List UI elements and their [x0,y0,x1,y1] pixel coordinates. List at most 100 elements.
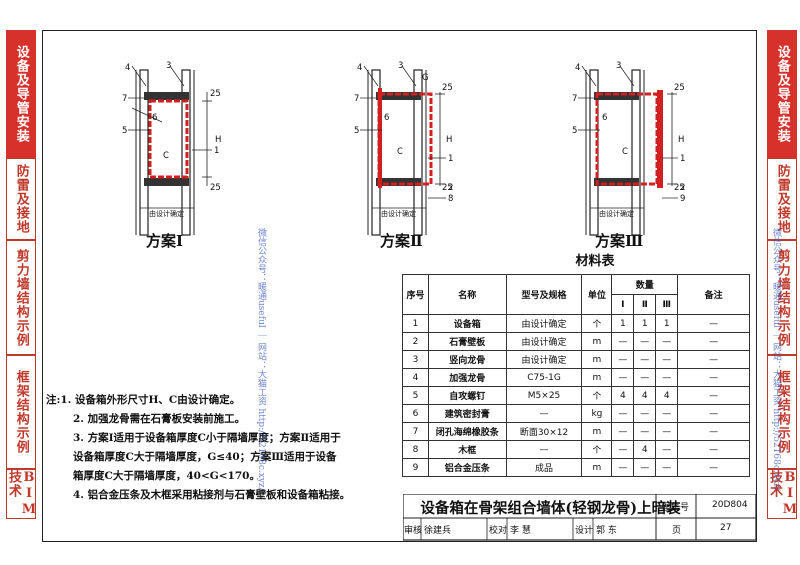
cell-q3: 1 [655,314,679,333]
svg-text:H: H [215,135,221,145]
cell-name: 木框 [427,440,507,459]
right-side-tabs: 设备及导管安装 防雷及接地 剪力墙结构示例 框架结构示例 BIM技术 [767,30,798,519]
side-tab-equipment[interactable]: 设备及导管安装 [6,30,36,158]
page-number: 27 [720,523,732,533]
side-tab-shearwall[interactable]: 剪力墙结构示例 [767,240,797,355]
svg-text:由设计确定: 由设计确定 [599,209,634,218]
svg-text:由设计确定: 由设计确定 [381,209,416,218]
scheme-3-drawing: 4 3 7 6 5 1 2 9 C H 25 25 由设计确定 [572,61,685,236]
svg-text:H: H [446,135,452,145]
svg-text:1: 1 [214,146,219,156]
cell-no: 7 [402,422,429,441]
cell-unit: m [581,332,613,351]
cell-no: 6 [402,404,429,423]
cell-q2: 1 [633,314,657,333]
notes: 注:1. 设备箱外形尺寸H、C由设计确定。 2. 加强龙骨需在石膏板安装前施工。… [46,391,386,505]
designer: 郭 东 [596,526,617,536]
cell-q2: — [633,458,657,477]
design-label: 设计 [575,526,594,536]
scheme-2-drawing: 4 3 7 6 5 1 2 8 G C H 25 25 由设计确定 [354,61,453,236]
side-tab-label: 防雷及接地 [774,164,790,234]
cell-remark: — [677,314,750,333]
cell-name: 建筑密封膏 [427,404,507,423]
cell-name: 闭孔海绵橡胶条 [427,422,507,441]
review-label: 审核 [404,526,423,536]
cell-q1: 1 [611,314,635,333]
col-q1: Ⅰ [611,294,635,315]
side-tab-shearwall[interactable]: 剪力墙结构示例 [6,240,36,355]
cell-q2: — [633,332,657,351]
note-3-cont: 设备箱厚度C大于隔墙厚度，G≤40；方案Ⅲ适用于设备 [73,451,337,463]
cell-no: 8 [402,440,429,459]
col-name: 名称 [427,274,507,315]
svg-text:7: 7 [354,94,359,104]
cell-name: 自攻螺钉 [427,386,507,405]
cell-name: 竖向龙骨 [427,350,507,369]
side-tab-frame[interactable]: 框架结构示例 [6,355,36,469]
svg-text:1: 1 [448,154,453,164]
side-tab-bim[interactable]: BIM技术 [767,469,798,519]
checker: 李 慧 [510,526,531,536]
drawing-frame [42,30,757,542]
side-tab-frame[interactable]: 框架结构示例 [767,355,797,469]
cell-q3: 4 [655,386,679,405]
side-tab-bim[interactable]: BIM技术 [6,469,37,519]
side-tab-label: BIM技术 [767,470,798,518]
svg-text:25: 25 [442,83,453,93]
cell-name: 石膏壁板 [427,332,507,351]
svg-text:6: 6 [152,113,157,123]
svg-text:5: 5 [572,126,577,136]
left-side-tabs: 设备及导管安装 防雷及接地 剪力墙结构示例 框架结构示例 BIM技术 [6,30,37,519]
svg-text:25: 25 [674,83,685,93]
cell-no: 1 [402,314,429,333]
scheme-1-drawing: 4 3 7 6 5 1 C H 25 25 由设计确定 [122,61,221,236]
cell-q2: — [633,422,657,441]
watermark-right: 微信公众号：暖通useful ｜ 网站：大猫工资 http://52168c.x… [771,228,781,491]
svg-text:H: H [678,135,684,145]
svg-text:2: 2 [680,183,685,193]
side-tab-lightning[interactable]: 防雷及接地 [6,158,36,240]
cell-no: 9 [402,458,429,477]
svg-text:由设计确定: 由设计确定 [149,209,184,218]
side-tab-label: 防雷及接地 [13,164,29,234]
svg-text:C: C [163,151,169,161]
scheme-2-label: 方案Ⅱ [380,232,423,250]
cell-no: 4 [402,368,429,387]
cell-remark: — [677,458,750,477]
svg-text:25: 25 [210,183,221,193]
cell-name: 设备箱 [427,314,507,333]
scheme-3-label: 方案Ⅲ [595,232,644,250]
cell-q1: — [611,332,635,351]
svg-text:1: 1 [680,154,685,164]
drawing-title: 设备箱在骨架组合墙体(轻钢龙骨)上暗装 [420,499,681,517]
material-table-title: 材料表 [575,254,615,269]
side-tab-lightning[interactable]: 防雷及接地 [767,158,797,240]
cell-unit: m [581,458,613,477]
col-quantity: 数量 [611,274,679,295]
cell-q2: 4 [633,386,657,405]
page-label: 页 [672,526,682,536]
svg-text:25: 25 [442,183,453,193]
cell-unit: m [581,350,613,369]
side-tab-label: 框架结构示例 [774,370,790,454]
side-tab-label: BIM技术 [6,470,37,518]
side-tab-equipment[interactable]: 设备及导管安装 [767,30,797,158]
col-q3: Ⅲ [655,294,679,315]
cell-q3: — [655,404,679,423]
atlas-label: 图集号 [662,503,690,513]
svg-text:3: 3 [166,61,171,71]
svg-text:3: 3 [398,61,403,71]
scheme-1-label: 方案Ⅰ [146,232,184,250]
note-3-cont2: 箱厚度C大于隔墙厚度，40<G<170。 [73,470,260,482]
side-tab-label: 设备及导管安装 [13,45,29,143]
reviewer: 徐建兵 [424,526,452,536]
svg-text:6: 6 [602,113,607,123]
